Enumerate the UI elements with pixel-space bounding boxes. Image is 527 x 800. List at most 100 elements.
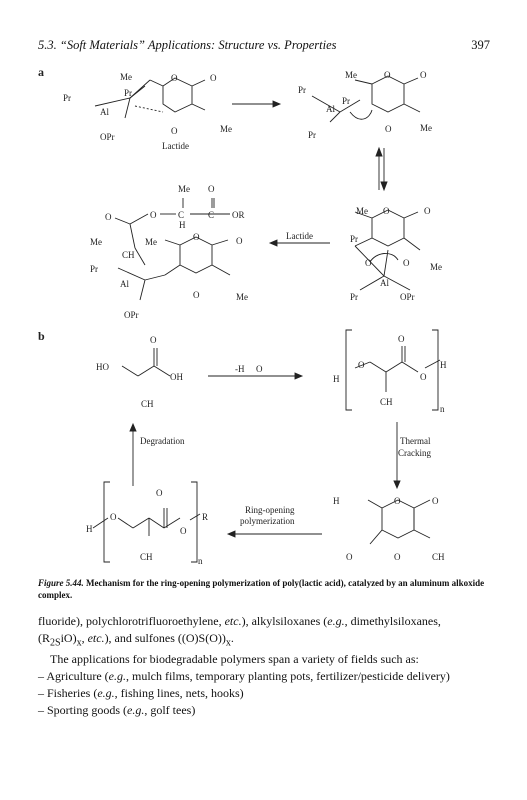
label-o: O <box>420 70 427 80</box>
label-o: O <box>420 372 427 382</box>
thermal-label: Thermal <box>400 436 431 446</box>
text-run: 2S <box>50 637 61 649</box>
cracking-label: Cracking <box>398 448 431 458</box>
body-text: fluoride), polychlorotrifluoroethylene, … <box>38 613 490 719</box>
label-o: O <box>150 335 157 345</box>
ring-opening-label: Ring-opening <box>245 505 295 515</box>
text-run: – Fisheries ( <box>38 686 98 701</box>
label-n: n <box>440 404 445 414</box>
text-run: . <box>230 631 234 645</box>
label-pri-o: Pr <box>63 93 71 103</box>
label-me: Me <box>236 292 248 302</box>
label-o: O <box>385 124 392 134</box>
label-al: Al <box>120 279 129 289</box>
text-run: x <box>225 637 231 649</box>
label-h: H <box>179 220 186 230</box>
figure-5-44: a b Me O O Pr Pr Al OPr O Me Lactide Me … <box>38 65 447 566</box>
label-pri-o: Pr <box>298 85 306 95</box>
label-o: O <box>156 488 163 498</box>
label-o: O <box>383 206 390 216</box>
label-me: Me <box>90 237 102 247</box>
label-o: O <box>208 184 215 194</box>
label-o: O <box>236 236 243 246</box>
degradation-label: Degradation <box>140 436 185 446</box>
label-opri: OPr <box>124 310 139 320</box>
label-me: Me <box>178 184 190 194</box>
label-opri: OPr <box>100 132 115 142</box>
label-c: C <box>178 210 184 220</box>
label-o: O <box>346 552 353 562</box>
label-o: O <box>403 258 410 268</box>
label-o: O <box>424 206 431 216</box>
text-run: , dimethylsiloxanes, <box>344 614 441 628</box>
paragraph-2: The applications for biodegradable polym… <box>50 652 419 667</box>
label-pri-o: Pr <box>308 130 316 140</box>
bullet-fisheries: – Fisheries (e.g., fishing lines, nets, … <box>38 685 490 702</box>
label-me: Me <box>356 206 368 216</box>
label-n: n <box>198 556 203 566</box>
label-ch3: CH <box>432 552 445 562</box>
text-run: e.g. <box>97 686 115 701</box>
label-r: R <box>202 512 208 522</box>
label-o: O <box>180 526 187 536</box>
label-ch: CH <box>122 250 135 260</box>
label-o: O <box>384 70 391 80</box>
polymerization-label: polymerization <box>240 516 295 526</box>
text-run: , mulch films, temporary planting pots, … <box>125 669 450 684</box>
label-o: O <box>365 258 372 268</box>
text-run: , <box>81 631 88 645</box>
text-run: fluoride), polychlorotrifluoroethylene, <box>38 614 225 628</box>
label-ch3: CH <box>140 552 153 562</box>
label-ch3: CH <box>380 397 393 407</box>
label-me: Me <box>145 237 157 247</box>
label-o: O <box>210 73 217 83</box>
text-run: , fishing lines, nets, hooks) <box>114 686 244 701</box>
text-run: ), alkylsiloxanes ( <box>241 614 328 628</box>
label-o: O <box>171 73 178 83</box>
label-me: Me <box>345 70 357 80</box>
label-al: Al <box>380 278 389 288</box>
label-o: O <box>394 496 401 506</box>
label-al: Al <box>326 104 335 114</box>
text-run: ), and sulfones ((O)S(O)) <box>104 631 226 645</box>
label-o: O <box>398 334 405 344</box>
text-run: e.g. <box>108 669 126 684</box>
label-ho: HO <box>96 362 109 372</box>
label-c: C <box>208 210 214 220</box>
label-o: O <box>110 512 117 522</box>
label-pri-o: Pr <box>350 292 358 302</box>
label-minus-h2o-o: O <box>256 364 263 374</box>
text-run: x <box>76 637 82 649</box>
label-o: O <box>193 290 200 300</box>
text-run: , golf tees) <box>144 703 196 718</box>
lactide-arrow-label: Lactide <box>286 231 313 241</box>
label-h3c: H <box>333 496 340 506</box>
text-run: e.g. <box>127 703 145 718</box>
text-run: iO) <box>60 631 77 645</box>
label-ch3: CH <box>141 399 154 409</box>
label-h: H <box>440 360 447 370</box>
figure-caption: Figure 5.44. Mechanism for the ring-open… <box>38 577 490 601</box>
label-pri: Pr <box>124 88 132 98</box>
label-me: Me <box>220 124 232 134</box>
label-oh: OH <box>170 372 183 382</box>
paragraph-1: fluoride), polychlorotrifluoroethylene, … <box>38 613 490 651</box>
label-me: Me <box>420 123 432 133</box>
caption-label: Figure 5.44. <box>38 578 84 588</box>
label-pri-o: Pr <box>90 264 98 274</box>
text-run: etc. <box>224 614 242 628</box>
text-run: – Sporting goods ( <box>38 703 128 718</box>
label-me: Me <box>120 72 132 82</box>
running-header: 5.3. “Soft Materials” Applications: Stru… <box>38 38 490 56</box>
lactide-label: Lactide <box>162 141 189 151</box>
panel-b-label: b <box>38 329 45 343</box>
label-o: O <box>358 360 365 370</box>
label-o: O <box>105 212 112 222</box>
text-run: (R <box>38 631 50 645</box>
page-number: 397 <box>471 38 490 52</box>
label-pri-o: Pr <box>342 96 350 106</box>
bullet-sporting-goods: – Sporting goods (e.g., golf tees) <box>38 702 490 719</box>
running-title: 5.3. “Soft Materials” Applications: Stru… <box>38 38 337 52</box>
label-or: OR <box>232 210 245 220</box>
label-pri-o: Pr <box>350 234 358 244</box>
